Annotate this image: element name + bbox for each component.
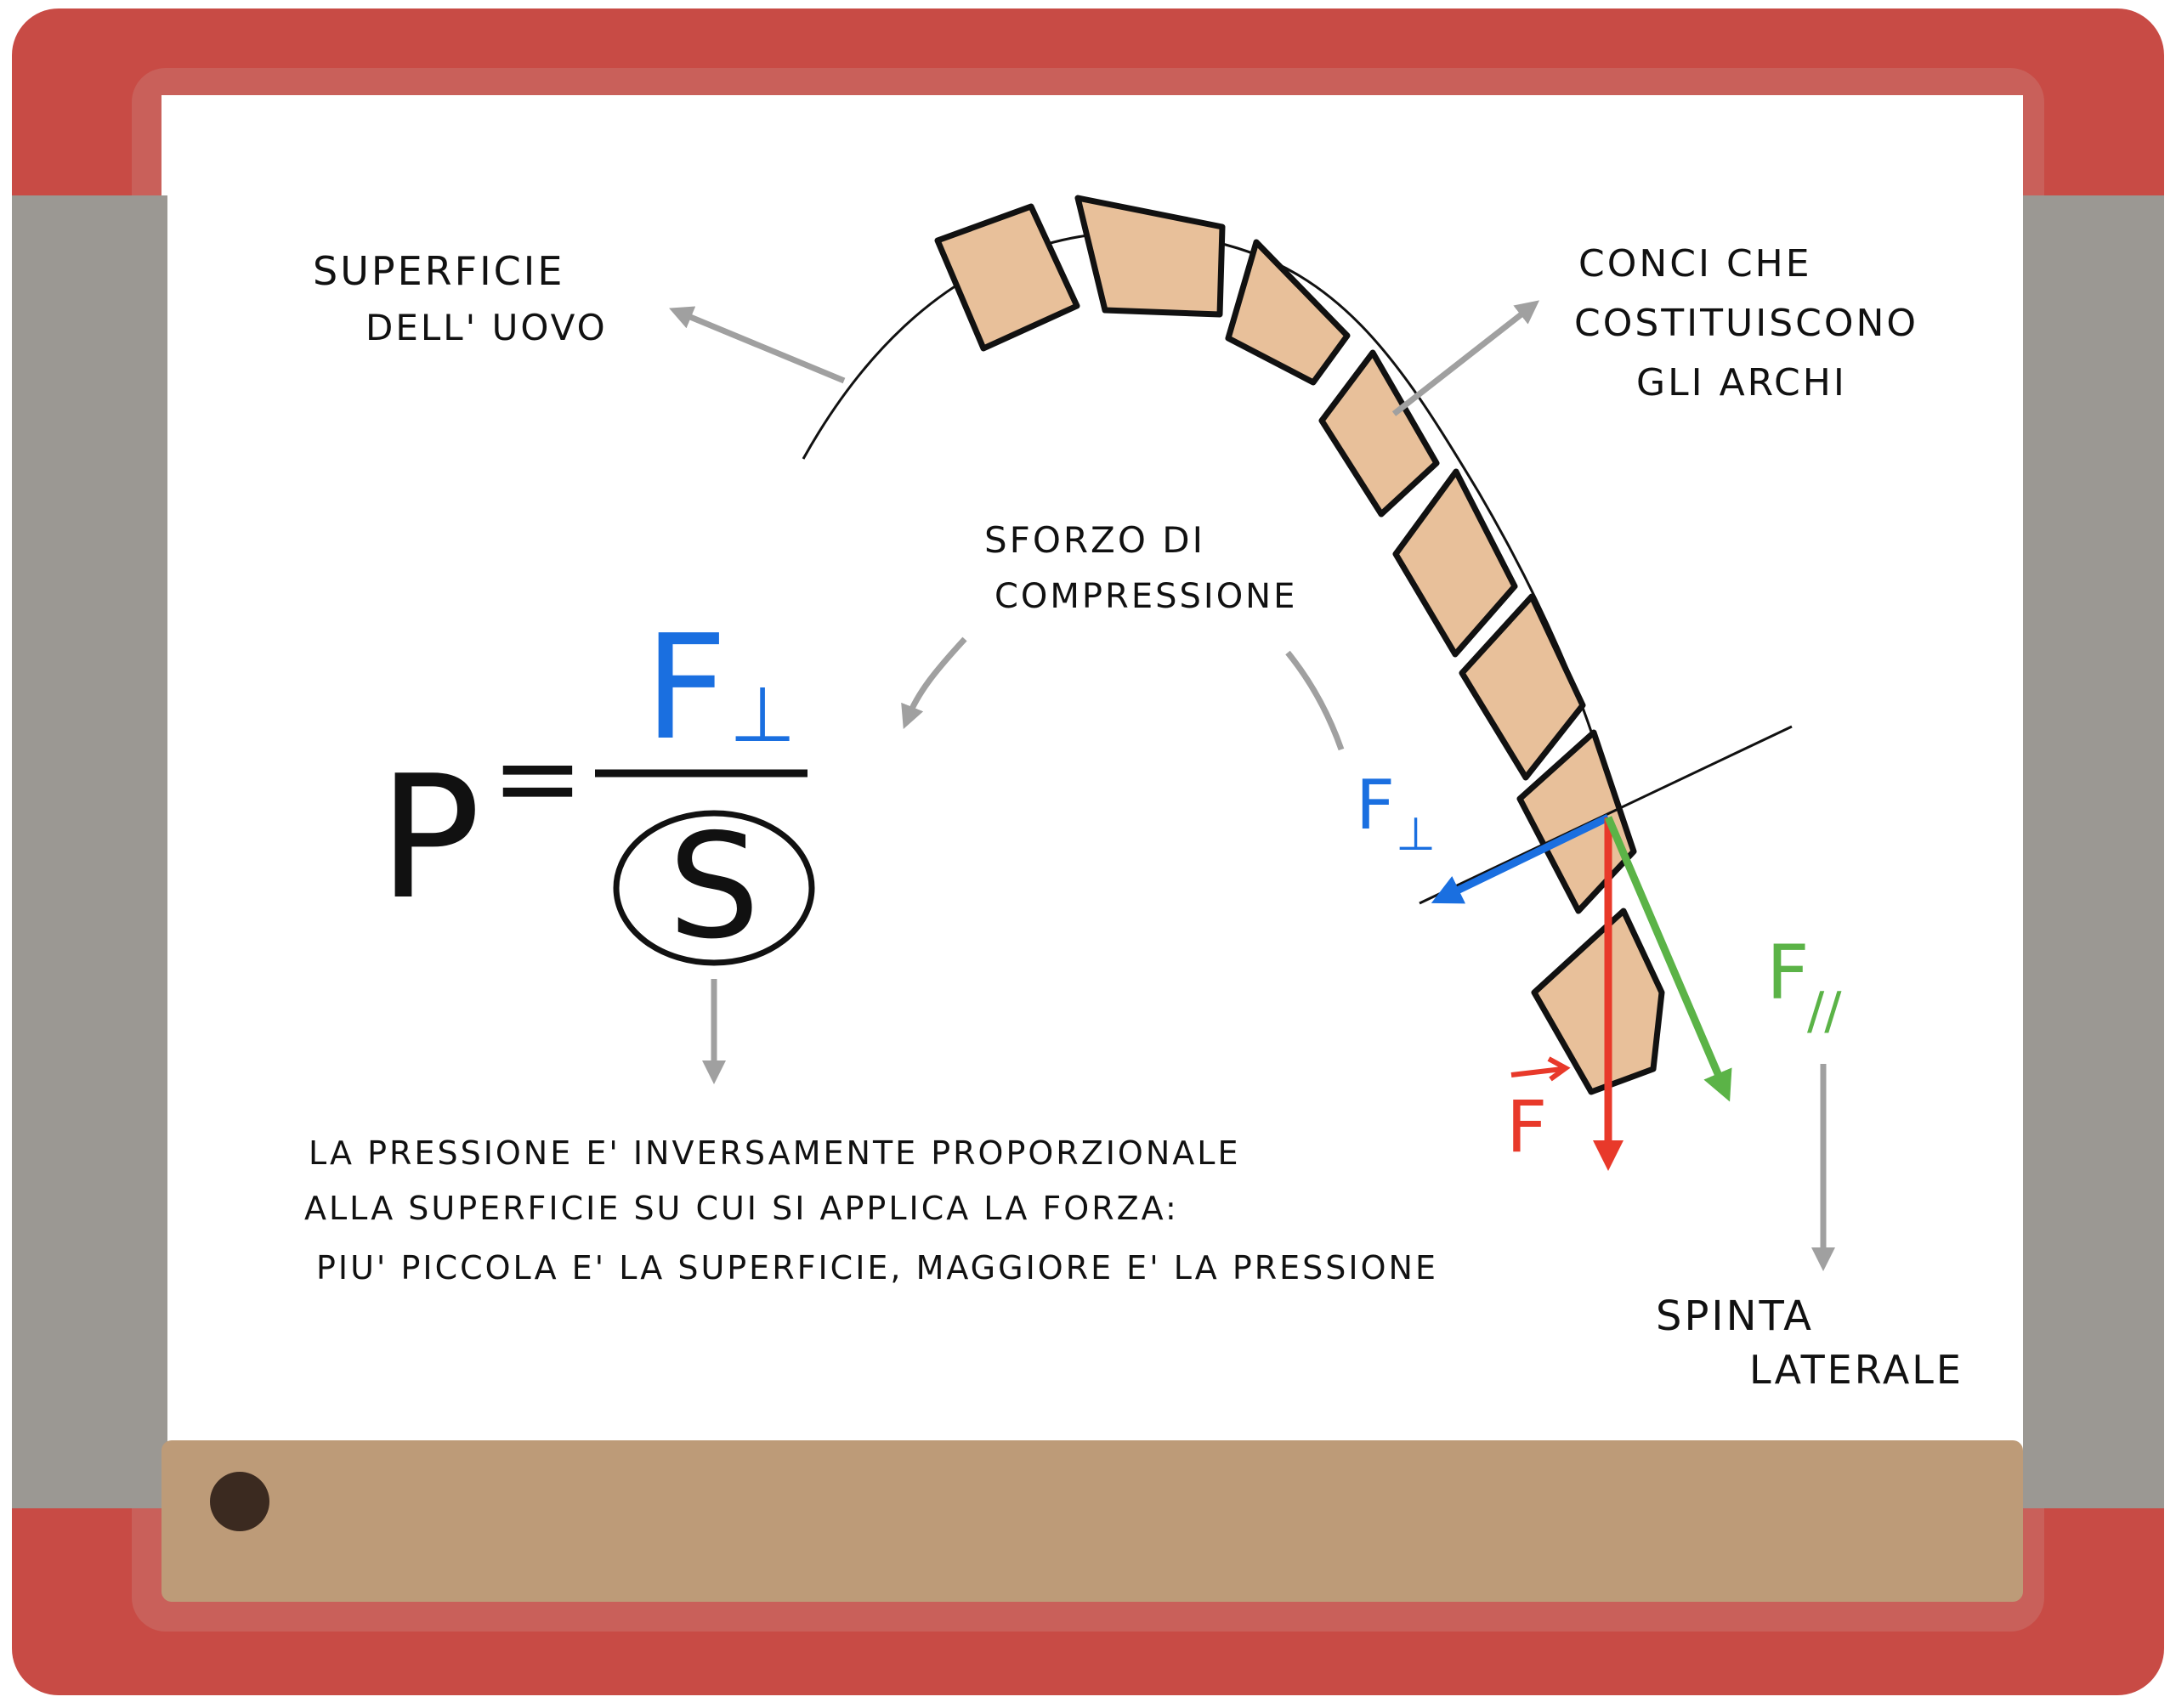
force-perpendicular-sub: ⊥ — [1396, 807, 1436, 861]
lateral-thrust-label-line-2: LATERALE — [1749, 1347, 1964, 1393]
board-surface — [162, 95, 2023, 1455]
force-total-vector-tip — [1547, 1056, 1571, 1082]
force-parallel-arrow — [1604, 816, 1732, 1102]
voussoir-block — [1459, 593, 1586, 781]
voussoir-block — [1531, 908, 1665, 1095]
statement-line-1: LA PRESSIONE E' INVERSAMENTE PROPORZIONA… — [309, 1134, 1240, 1172]
force-parallel-sub: // — [1807, 981, 1842, 1041]
force-total-label: F — [1506, 1085, 1547, 1168]
compression-pointer-arrow — [901, 636, 967, 729]
lateral-thrust-label-line-1: SPINTA — [1656, 1292, 1814, 1340]
statement-line-2: ALLA SUPERFICIE SU CUI SI APPLICA LA FOR… — [304, 1190, 1179, 1227]
formula-equals: = — [491, 713, 584, 842]
voussoir-block — [934, 203, 1080, 352]
annotation-labels: SUPERFICIE DELL' UOVO CONCI CHE COSTITUI… — [304, 242, 1964, 1393]
marker-tray — [162, 1440, 2023, 1602]
surface-circle — [613, 810, 815, 966]
voussoir-block — [1392, 468, 1518, 658]
formula-p: P — [378, 739, 481, 937]
force-perpendicular-label: F — [1356, 766, 1395, 845]
voussoirs-label-line-3: GLI ARCHI — [1636, 361, 1847, 404]
compression-label-line-1: SFORZO DI — [984, 519, 1205, 561]
force-labels: F ⊥ F // F — [1356, 766, 1842, 1168]
voussoir-block — [1318, 349, 1440, 517]
voussoir-block — [1074, 195, 1226, 318]
egg-surface-pointer-arrow — [669, 306, 846, 384]
right-side-bar — [2023, 195, 2164, 1508]
egg-surface-label-line-1: SUPERFICIE — [313, 248, 564, 294]
statement-line-3: PIU' PICCOLA E' LA SUPERFICIE, MAGGIORE … — [316, 1249, 1438, 1287]
formula-denominator: S — [668, 803, 760, 971]
magnet-icon — [210, 1472, 269, 1531]
arch-voussoirs — [934, 195, 1665, 1095]
compression-label-line-2: COMPRESSIONE — [994, 577, 1297, 616]
egg-surface-label-line-2: DELL' UOVO — [366, 307, 608, 348]
left-side-bar — [12, 195, 167, 1508]
voussoirs-label-line-1: CONCI CHE — [1578, 242, 1812, 286]
voussoir-block — [1225, 239, 1351, 386]
pressure-formula: P = F ⊥ S — [378, 604, 815, 971]
voussoirs-label-line-2: COSTITUISCONO — [1574, 302, 1918, 345]
compression-force-connector — [1285, 650, 1345, 751]
force-parallel-label: F — [1766, 929, 1810, 1016]
voussoirs-pointer-arrow — [1391, 300, 1540, 416]
formula-numerator-sub: ⊥ — [729, 670, 796, 760]
force-perpendicular-arrow — [1431, 813, 1610, 904]
force-total-vector-bar — [1510, 1066, 1563, 1077]
formula-numerator: F — [644, 604, 728, 772]
